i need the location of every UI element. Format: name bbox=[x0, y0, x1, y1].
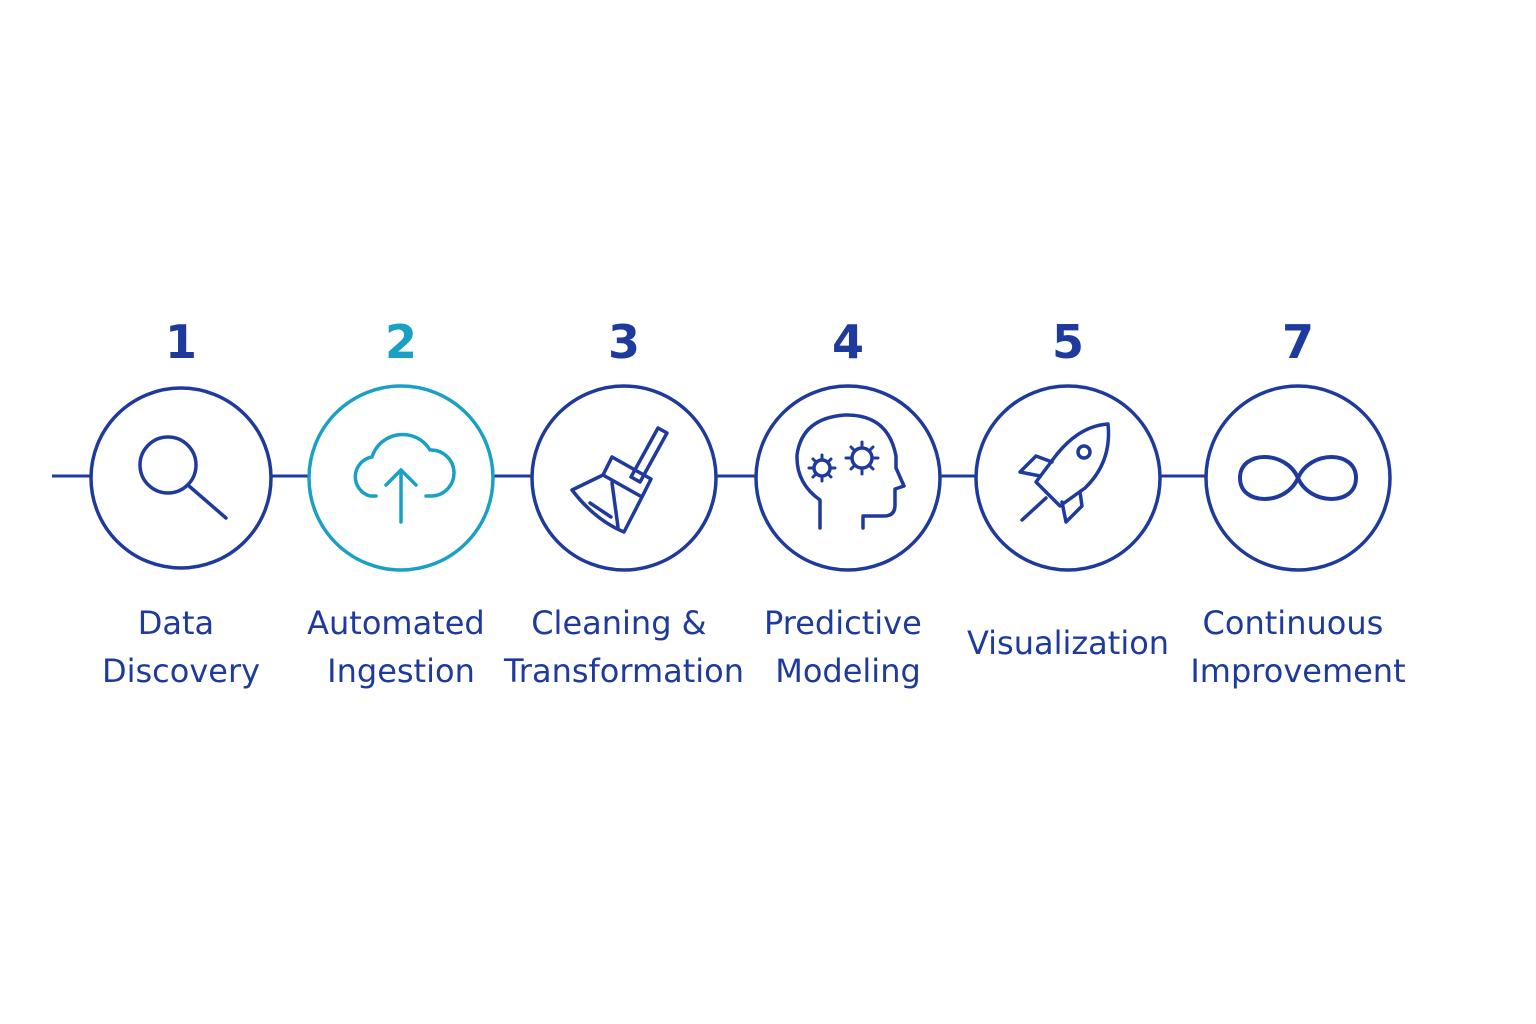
step-circle bbox=[754, 384, 942, 572]
label-line: Continuous bbox=[1203, 604, 1384, 642]
infinity-icon bbox=[1238, 455, 1358, 501]
label-line: Improvement bbox=[1190, 652, 1405, 690]
label-line: Modeling bbox=[775, 652, 921, 690]
step-number: 5 bbox=[1052, 315, 1084, 369]
step-circle bbox=[530, 384, 718, 572]
label-line: Discovery bbox=[102, 652, 260, 690]
step-circle bbox=[89, 386, 273, 570]
step-number: 2 bbox=[385, 315, 417, 369]
step-label: Cleaning & Transformation bbox=[503, 604, 744, 690]
label-line: Predictive bbox=[764, 604, 922, 642]
brain-gears-icon bbox=[795, 413, 906, 530]
step-label: Data Discovery bbox=[102, 604, 260, 690]
step-number: 1 bbox=[165, 315, 197, 369]
label-line: Ingestion bbox=[327, 652, 475, 690]
cloud-upload-icon bbox=[353, 432, 456, 524]
step-5: 5 Visualization bbox=[967, 315, 1169, 662]
step-circle bbox=[974, 384, 1162, 572]
broom-icon bbox=[570, 426, 669, 534]
step-3: 3 Cleaning & Transformation bbox=[503, 315, 744, 690]
step-2: 2 Automated Ingestion bbox=[307, 315, 495, 690]
label-line: Visualization bbox=[967, 624, 1169, 662]
step-label: Visualization bbox=[967, 624, 1169, 662]
step-1: 1 Data Discovery bbox=[89, 315, 273, 690]
magnifier-icon bbox=[138, 435, 228, 520]
label-line: Data bbox=[138, 604, 214, 642]
step-number: 7 bbox=[1282, 315, 1314, 369]
step-number: 3 bbox=[608, 315, 640, 369]
step-number: 4 bbox=[832, 315, 864, 369]
step-label: Predictive Modeling bbox=[764, 604, 932, 690]
step-label: Automated Ingestion bbox=[307, 604, 495, 690]
label-line: Cleaning & bbox=[531, 604, 706, 642]
rocket-icon bbox=[1018, 422, 1111, 524]
label-line: Automated bbox=[307, 604, 485, 642]
label-line: Transformation bbox=[503, 652, 744, 690]
step-4: 4 bbox=[754, 315, 942, 690]
step-7: 7 Continuous Improvement bbox=[1190, 315, 1405, 690]
step-label: Continuous Improvement bbox=[1190, 604, 1405, 690]
